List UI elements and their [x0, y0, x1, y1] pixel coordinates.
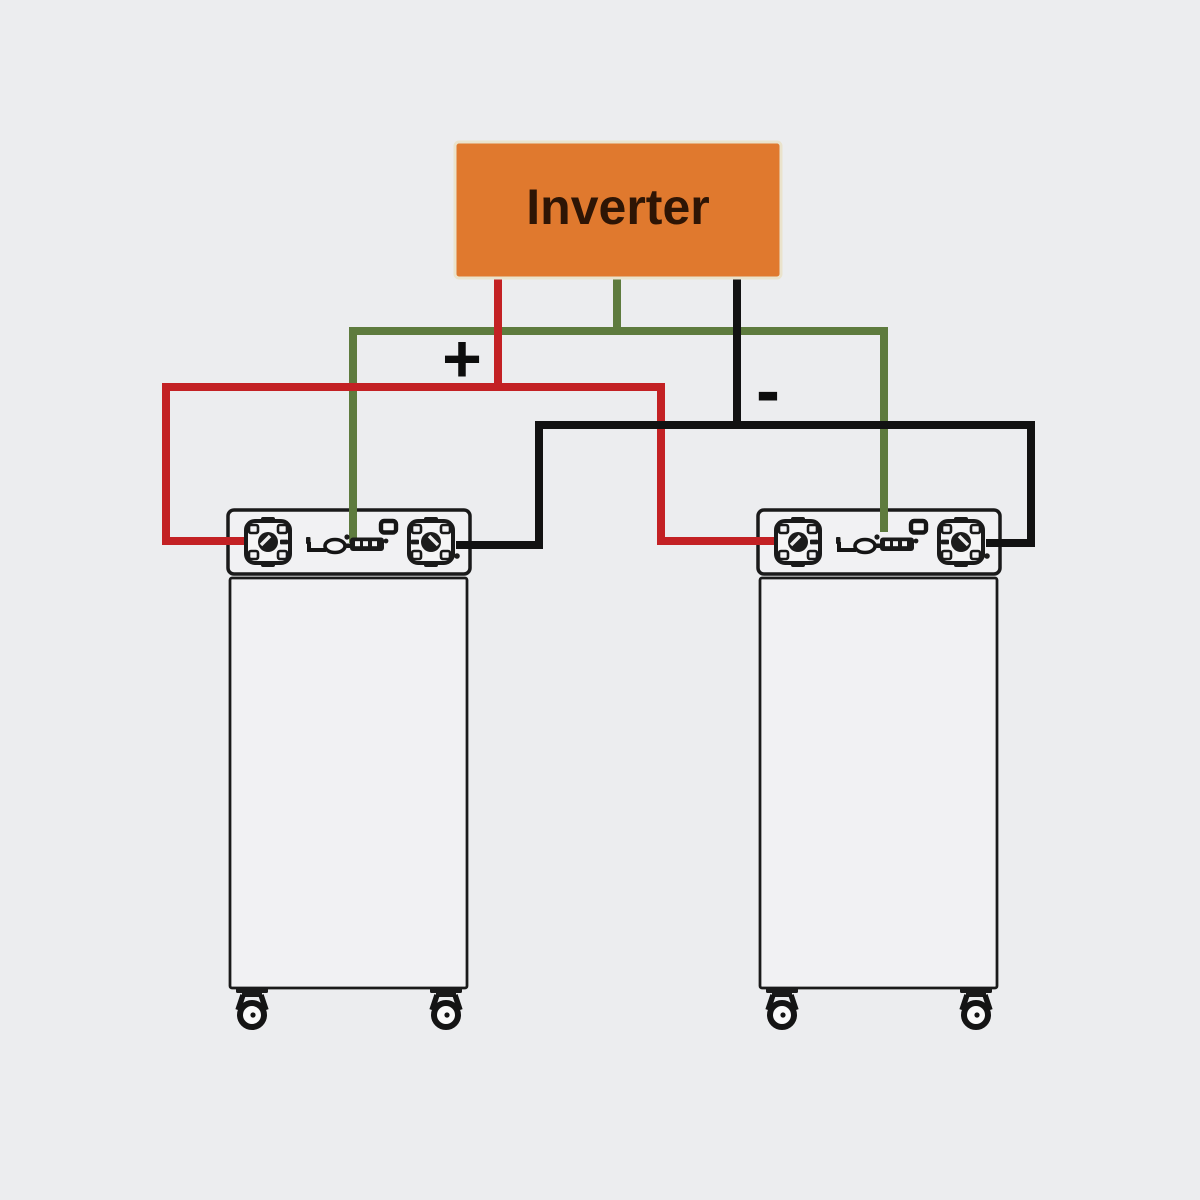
- negative-wire-bus: [456, 421, 1035, 549]
- battery-left-chassis: [226, 508, 472, 990]
- battery-left-mark-dot: [454, 553, 460, 559]
- battery-left-caster-front: [236, 988, 268, 1027]
- positive-wire-bus: [162, 383, 782, 545]
- battery-right-caster-front: [766, 988, 798, 1027]
- battery-right-positive-terminal: [774, 515, 822, 569]
- inverter: Inverter: [453, 140, 783, 280]
- comm-wire-bus: [349, 327, 888, 543]
- positive-bus-wires: [162, 278, 782, 545]
- battery-right-body: [758, 576, 999, 990]
- battery-left-positive-terminal: [244, 515, 292, 569]
- battery-left-body: [228, 576, 469, 990]
- battery-left-caster-rear: [430, 988, 462, 1027]
- negative-symbol: -: [756, 351, 780, 431]
- positive-symbol: +: [442, 321, 482, 397]
- battery-right-mark-dot: [984, 553, 990, 559]
- battery-right-hardware: [766, 515, 992, 1027]
- battery-right-caster-rear: [960, 988, 992, 1027]
- battery-left-negative-terminal: [407, 515, 455, 569]
- inverter-label: Inverter: [526, 179, 709, 235]
- battery-right-chassis: [756, 508, 1002, 990]
- battery-left-hardware: [236, 515, 462, 1027]
- battery-right-negative-terminal: [937, 515, 985, 569]
- comm-bus-wires: [349, 278, 888, 543]
- inverter-box: [453, 140, 783, 280]
- negative-bus-wires: [456, 278, 1035, 549]
